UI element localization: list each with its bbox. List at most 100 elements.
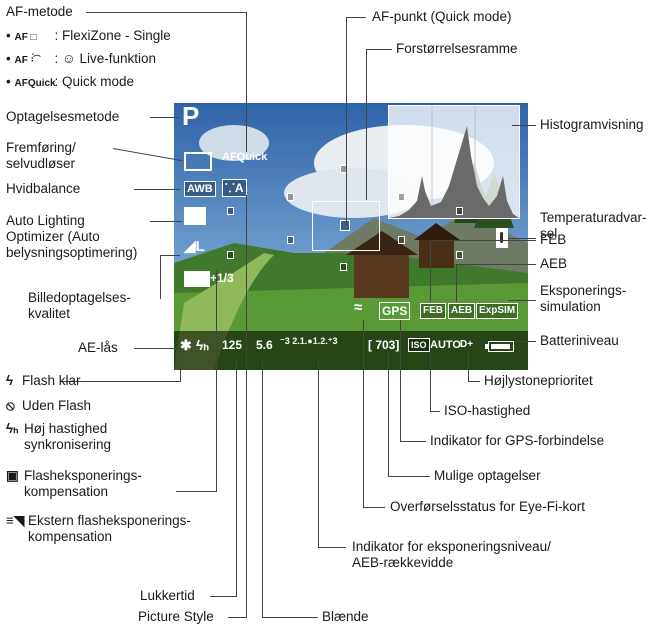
histogram-graph xyxy=(389,106,519,218)
expsim-badge: ExpSIM xyxy=(476,303,519,319)
label-eyefi: Overførselsstatus for Eye-Fi-kort xyxy=(390,499,586,514)
leader-line xyxy=(400,320,401,442)
leader-line xyxy=(400,441,426,442)
label-shooting-mode: Optagelsesmetode xyxy=(6,109,120,124)
label-ae-lock: AE-lås xyxy=(78,340,118,355)
flash-ready-indicator: ϟₕ xyxy=(196,337,210,353)
af-point xyxy=(398,236,405,244)
shutter-speed-value: 125 xyxy=(222,338,243,352)
leader-line xyxy=(318,360,319,548)
leader-line xyxy=(134,189,180,190)
leader-line xyxy=(512,125,536,126)
af-mode-icon: AF □ xyxy=(14,32,37,43)
label-white-balance: Hvidbalance xyxy=(6,181,81,196)
leader-line xyxy=(210,596,236,597)
label-af-point: AF-punkt (Quick mode) xyxy=(372,9,512,24)
leader-line xyxy=(86,12,246,13)
iso-value: AUTO xyxy=(430,339,461,351)
leader-line xyxy=(134,348,182,349)
leader-line xyxy=(262,360,263,618)
leader-line xyxy=(262,617,318,618)
leader-line xyxy=(388,352,389,477)
leader-line xyxy=(318,547,346,548)
aperture-value: 5.6 xyxy=(256,338,273,352)
leader-line xyxy=(430,352,431,412)
leader-line xyxy=(160,255,180,256)
label-aeb: AEB xyxy=(540,256,568,271)
af-mode-text: : FlexiZone - Single xyxy=(54,28,171,43)
af-mode-text: : ☺ Live-funktion xyxy=(54,51,157,66)
possible-shots-value: [ 703] xyxy=(368,338,400,352)
high-speed-sync-icon: ϟₕ xyxy=(6,421,19,436)
af-point xyxy=(227,251,234,259)
leader-line xyxy=(366,49,392,50)
leader-line xyxy=(150,221,182,222)
label-image-quality: Billedoptagelses- kvalitet xyxy=(28,290,131,321)
label-iso: ISO-hastighed xyxy=(444,403,531,418)
leader-line xyxy=(216,270,217,492)
flash-comp-value: +1/3 xyxy=(210,271,234,285)
eyefi-icon: ≈ xyxy=(354,299,363,316)
af-point xyxy=(340,263,347,271)
flash-comp-icon xyxy=(184,271,210,287)
leader-line xyxy=(363,507,385,508)
af-point xyxy=(398,193,405,201)
af-point-center xyxy=(340,220,350,231)
label-battery: Batteriniveau xyxy=(540,333,619,348)
leader-line xyxy=(388,476,430,477)
leader-line xyxy=(60,381,180,382)
leader-line xyxy=(508,238,536,239)
leader-line xyxy=(160,255,161,299)
af-point xyxy=(456,207,463,215)
leader-line xyxy=(468,352,469,382)
ae-lock-indicator: ✱ xyxy=(180,337,192,353)
label-magnify-frame: Forstørrelsesramme xyxy=(396,41,518,56)
label-feb: FEB xyxy=(540,232,567,247)
af-mode-icon: AF ꞉́͡ xyxy=(14,55,34,66)
leader-line xyxy=(508,300,536,301)
leader-line xyxy=(456,264,536,265)
shooting-mode-p: P xyxy=(182,103,200,131)
af-method-item: • AF ꞉́͡: ☺ Live-funktion xyxy=(6,51,157,66)
battery-icon xyxy=(485,341,514,352)
live-view-screen: P AFQuick AWB ⸪A ◢L +1/3 ≈ GPS FEB AEB E… xyxy=(174,103,528,370)
label-picture-style: Picture Style xyxy=(138,609,214,624)
leader-line xyxy=(363,320,364,508)
no-flash-icon: ⦸ xyxy=(6,398,15,413)
leader-line xyxy=(514,341,536,342)
highlight-tone-indicator: D+ xyxy=(460,339,474,350)
label-possible-shots: Mulige optagelser xyxy=(434,468,541,483)
af-point xyxy=(227,207,234,215)
af-method-item: • AF □: FlexiZone - Single xyxy=(6,28,171,43)
drive-icon xyxy=(184,152,212,171)
histogram xyxy=(388,105,520,219)
af-point xyxy=(287,236,294,244)
label-histogram: Histogramvisning xyxy=(540,117,644,132)
label-alo: Auto Lighting Optimizer (Auto belysnings… xyxy=(6,213,138,260)
label-exposure-level: Indikator for eksponeringsniveau/ AEB-ræ… xyxy=(352,539,551,570)
aeb-badge: AEB xyxy=(448,303,476,319)
label-af-method: AF-metode xyxy=(6,4,73,19)
leader-line xyxy=(150,117,180,118)
af-quick-text: AFQuick xyxy=(222,151,268,163)
af-point xyxy=(287,193,294,201)
leader-line xyxy=(346,17,347,225)
af-mode-icon: AFQuick xyxy=(14,78,56,89)
flash-item: ≡◥Ekstern flasheksponerings- kompensatio… xyxy=(6,513,191,544)
leader-line xyxy=(456,264,457,302)
leader-line xyxy=(346,17,366,18)
label-aperture: Blænde xyxy=(322,609,369,624)
label-exp-sim: Eksponerings- simulation xyxy=(540,283,627,314)
flash-item: ⦸Uden Flash xyxy=(6,398,92,413)
leader-line xyxy=(430,240,431,302)
feb-badge: FEB xyxy=(420,303,446,319)
picture-style-badge: ⸪A xyxy=(222,179,247,197)
label-highlight-tone: Højlystoneprioritet xyxy=(484,373,593,388)
leader-line xyxy=(176,491,216,492)
label-temp-warning: Temperaturadvar- sel xyxy=(540,210,647,241)
awb-badge: AWB xyxy=(184,181,216,197)
flash-item: ▣Flasheksponerings- kompensation xyxy=(6,468,142,499)
af-point xyxy=(456,251,463,259)
